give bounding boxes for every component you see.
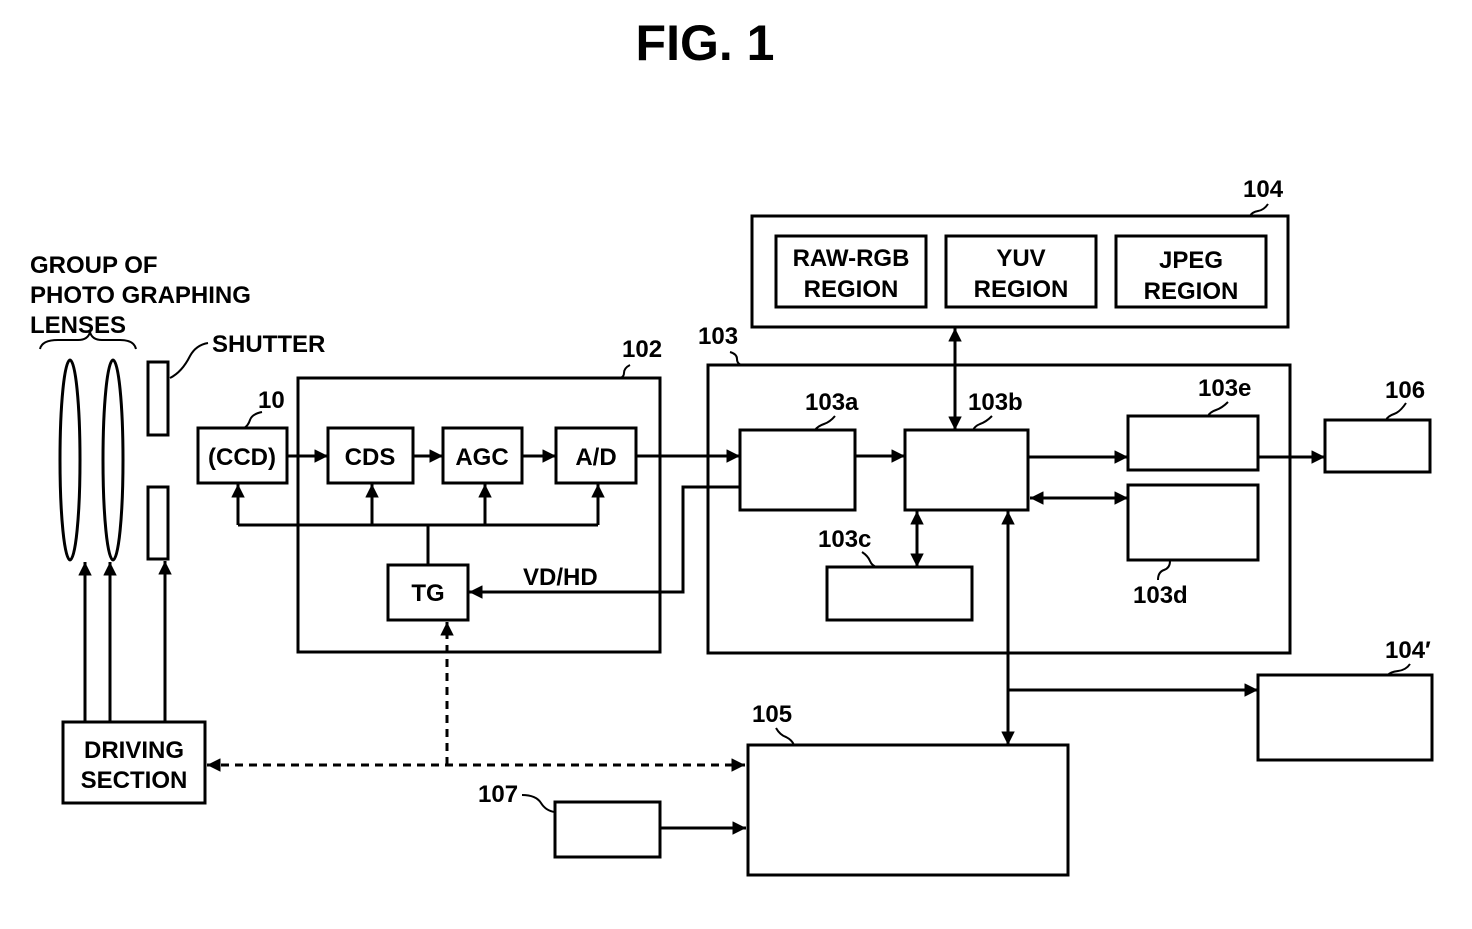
figure-title: FIG. 1 bbox=[636, 15, 775, 71]
block-103d-leader bbox=[1158, 561, 1170, 580]
block-107-leader bbox=[522, 795, 555, 812]
vdhd-label: VD/HD bbox=[523, 564, 598, 591]
memory-ref-leader bbox=[1250, 204, 1268, 216]
block-103b-leader bbox=[973, 416, 992, 430]
ccd-label: (CCD) bbox=[208, 444, 276, 471]
lenses-label-line-3: LENSES bbox=[30, 312, 126, 339]
block-103c bbox=[827, 567, 972, 620]
jpeg-region-line-2: REGION bbox=[1144, 278, 1239, 305]
raw-rgb-region-line-1: RAW-RGB bbox=[793, 245, 910, 272]
block-103a bbox=[740, 430, 855, 510]
block-104-prime-ref: 104′ bbox=[1385, 637, 1431, 664]
block-105-leader bbox=[776, 728, 794, 745]
front-end-ref: 102 bbox=[622, 336, 662, 363]
ccd-ref-leader bbox=[244, 412, 262, 428]
block-103a-leader bbox=[815, 416, 835, 430]
vdhd-arrow bbox=[469, 487, 740, 592]
block-103b bbox=[905, 430, 1028, 510]
lens-1 bbox=[60, 360, 80, 560]
lens-2 bbox=[103, 360, 123, 560]
block-104-prime bbox=[1258, 675, 1432, 760]
block-103e-ref: 103e bbox=[1198, 375, 1251, 402]
block-103e bbox=[1128, 416, 1258, 470]
block-106-ref: 106 bbox=[1385, 377, 1425, 404]
shutter-blade-lower bbox=[148, 487, 168, 559]
block-103c-leader bbox=[862, 552, 877, 567]
shutter-label: SHUTTER bbox=[212, 331, 325, 358]
processor-ref-leader bbox=[730, 352, 742, 365]
yuv-region-line-1: YUV bbox=[996, 245, 1045, 272]
block-103d-ref: 103d bbox=[1133, 582, 1188, 609]
ad-label: A/D bbox=[575, 444, 616, 471]
lenses-label-line-2: PHOTO GRAPHING bbox=[30, 282, 251, 309]
ccd-ref: 10 bbox=[258, 387, 285, 414]
block-106 bbox=[1325, 420, 1430, 472]
lenses-label-line-1: GROUP OF bbox=[30, 252, 158, 279]
block-103e-leader bbox=[1208, 402, 1228, 416]
memory-ref: 104 bbox=[1243, 176, 1284, 203]
driving-section-label-line-1: DRIVING bbox=[84, 737, 184, 764]
raw-rgb-region-line-2: REGION bbox=[804, 276, 899, 303]
yuv-region-line-2: REGION bbox=[974, 276, 1069, 303]
tg-label: TG bbox=[411, 580, 444, 607]
shutter-blade-upper bbox=[148, 362, 168, 435]
block-103a-ref: 103a bbox=[805, 389, 859, 416]
block-105-ref: 105 bbox=[752, 701, 792, 728]
cds-label: CDS bbox=[345, 444, 396, 471]
block-106-leader bbox=[1386, 403, 1406, 420]
block-107 bbox=[555, 802, 660, 857]
block-105 bbox=[748, 745, 1068, 875]
block-103d bbox=[1128, 485, 1258, 560]
driving-section-label-line-2: SECTION bbox=[81, 767, 188, 794]
block-107-ref: 107 bbox=[478, 781, 518, 808]
front-end-ref-leader bbox=[620, 365, 630, 378]
block-104-prime-leader bbox=[1388, 664, 1410, 675]
shutter-leader bbox=[170, 343, 208, 378]
block-103b-ref: 103b bbox=[968, 389, 1023, 416]
jpeg-region-line-1: JPEG bbox=[1159, 247, 1223, 274]
agc-label: AGC bbox=[455, 444, 508, 471]
front-end-box-102 bbox=[298, 378, 660, 652]
processor-ref: 103 bbox=[698, 323, 738, 350]
block-103c-ref: 103c bbox=[818, 526, 871, 553]
